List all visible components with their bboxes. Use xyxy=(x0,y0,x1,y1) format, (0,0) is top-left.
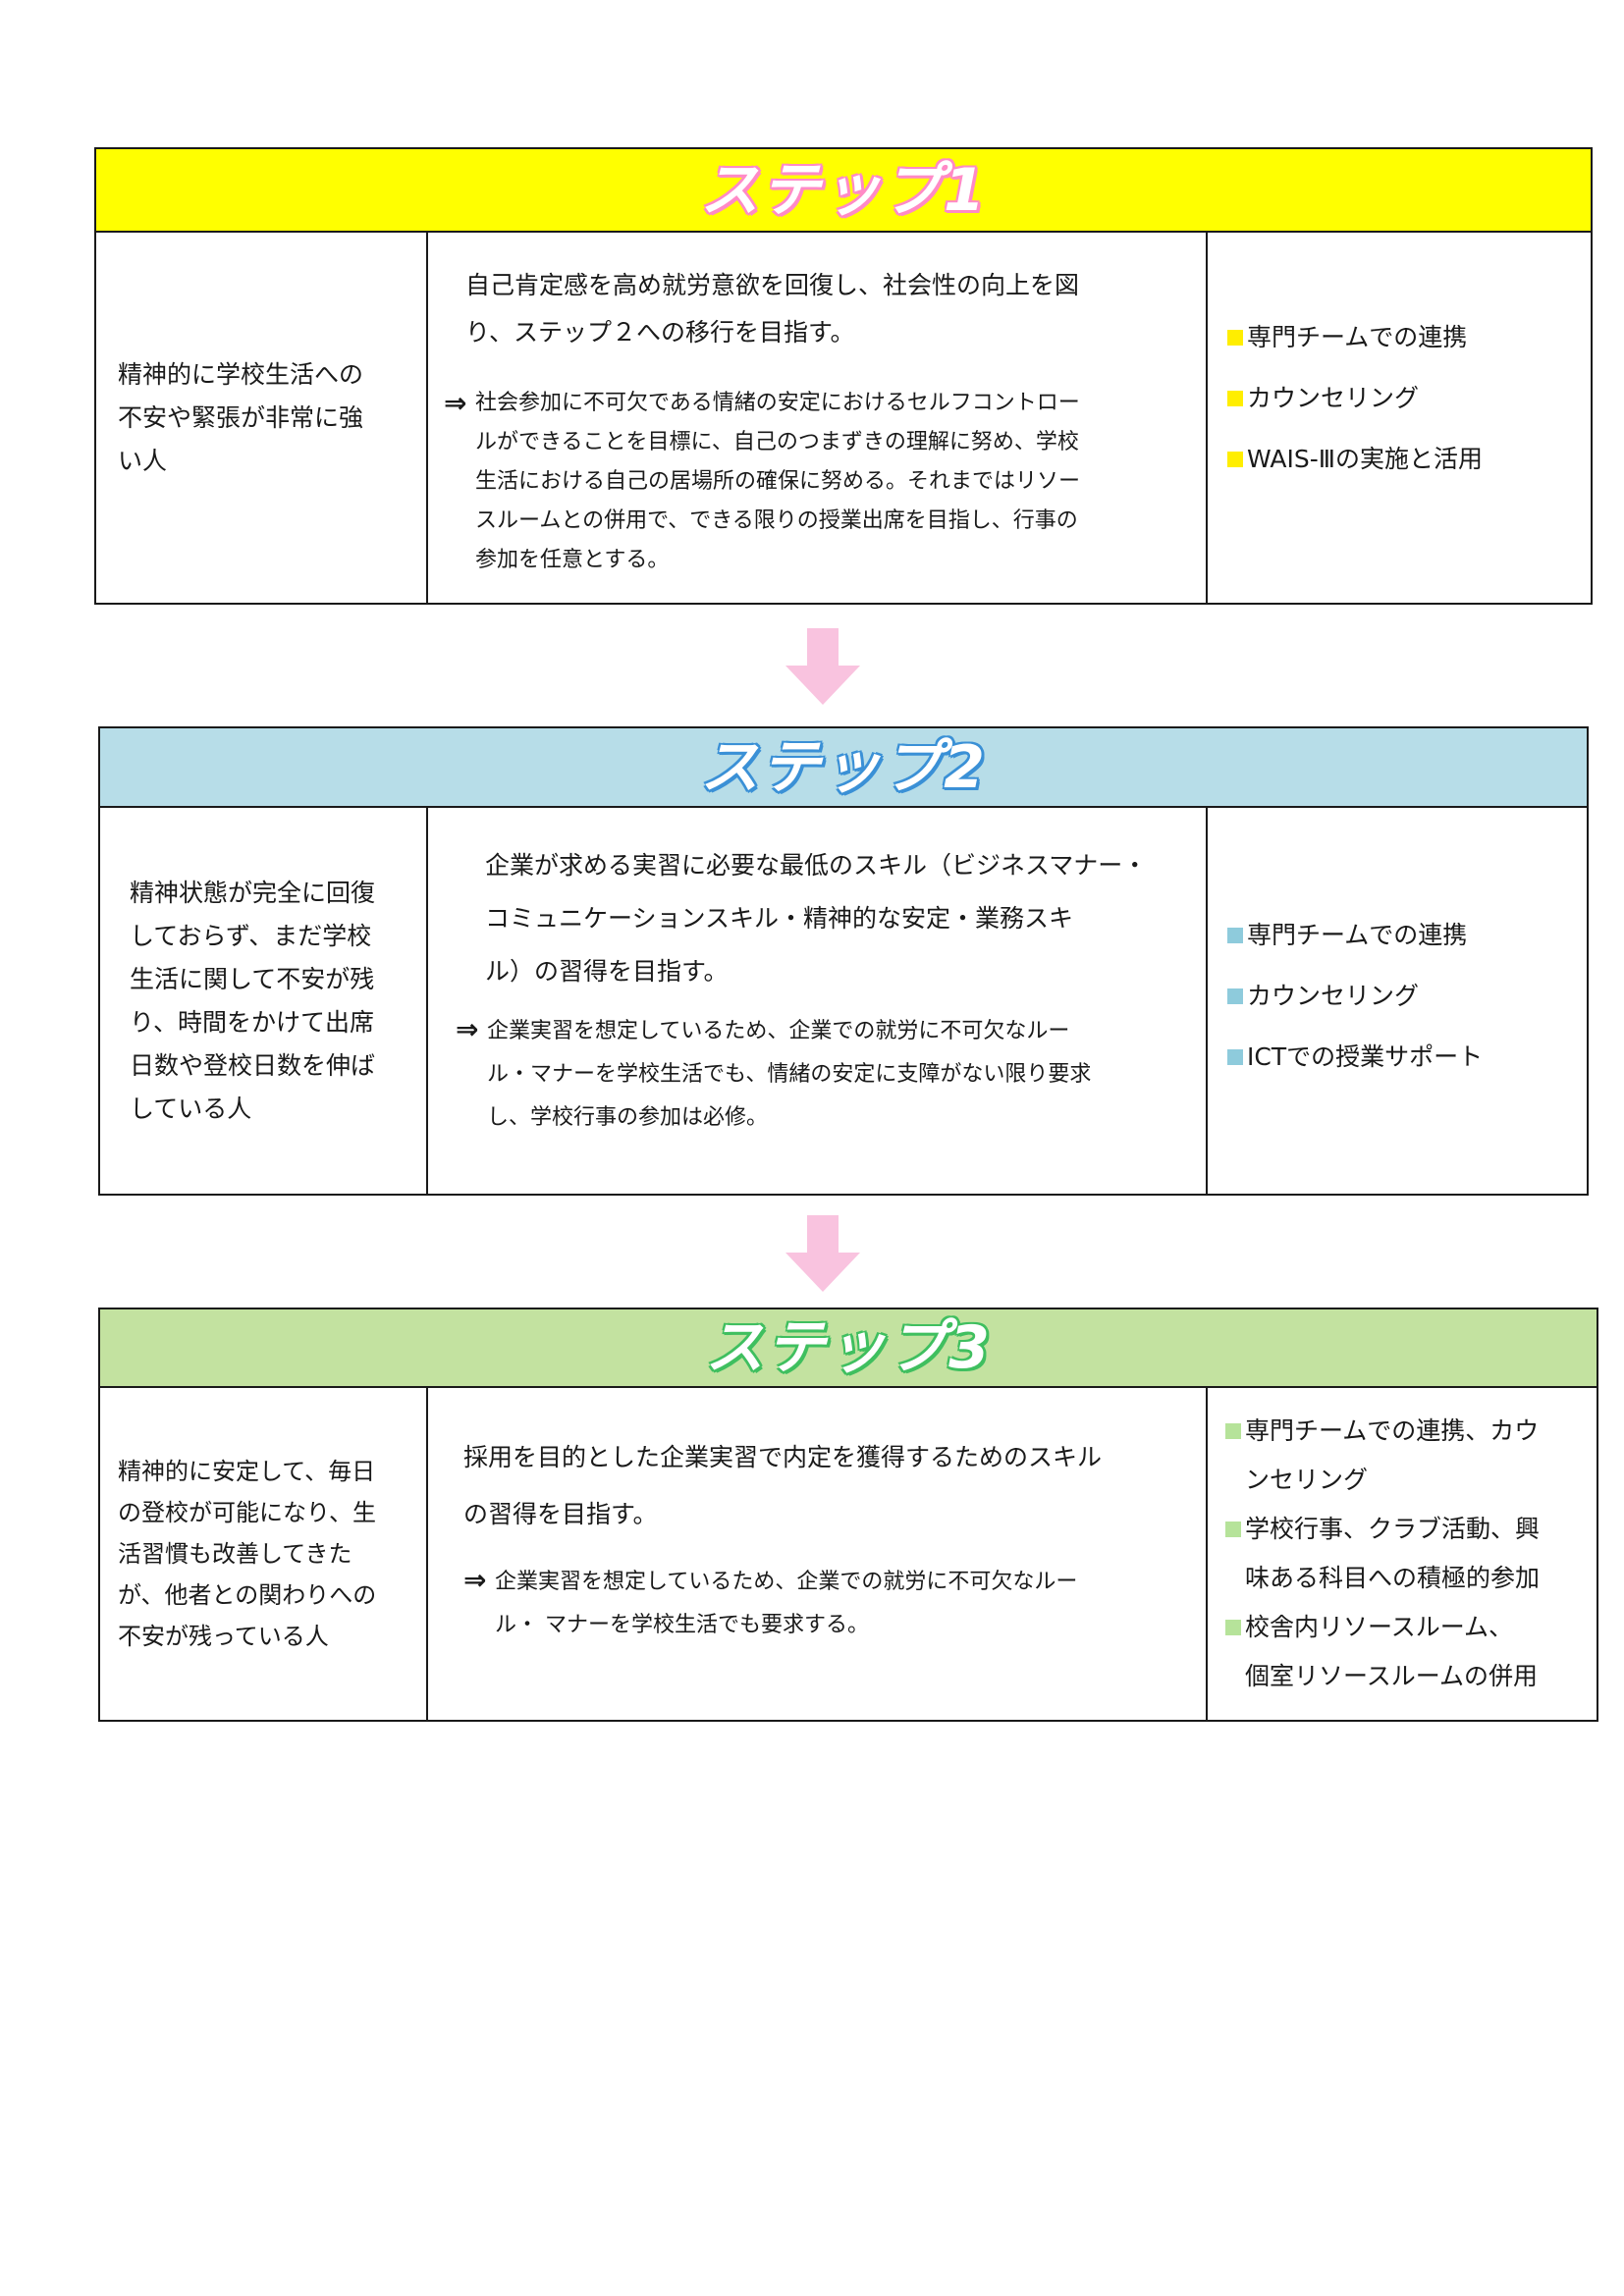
step-2-support-cell: 専門チームでの連携 カウンセリング ICTでの授業サポート xyxy=(1208,808,1587,1194)
down-arrow-icon xyxy=(785,628,860,705)
step-1-policy-text: 社会参加に不可欠である情緒の安定におけるセルフコントロー ルができることを目標に… xyxy=(475,391,1081,572)
support-item: カウンセリング xyxy=(1227,368,1483,429)
step-1-header: ステップ1 xyxy=(96,149,1591,233)
support-item-label: 学校行事、クラブ活動、興 味ある科目への積極的参加 xyxy=(1245,1515,1541,1592)
step-2-body: 精神状態が完全に回復 しておらず、まだ学校 生活に関して不安が残 り、時間をかけ… xyxy=(100,808,1587,1194)
step-3-policy: ⇒ 企業実習を想定しているため、企業での就労に不可欠なルー ル・ マナーを学校生… xyxy=(448,1561,1198,1647)
support-item-label: 専門チームでの連携、カウ ンセリング xyxy=(1245,1416,1540,1494)
step-2-goal: 企業が求める実習に必要な最低のスキル（ビジネスマナー・ コミュニケーションスキル… xyxy=(485,851,1148,986)
blue-square-bullet-icon xyxy=(1227,1048,1243,1065)
blue-square-bullet-icon xyxy=(1227,988,1243,1004)
double-arrow-icon: ⇒ xyxy=(456,1013,479,1045)
step-1-policy: ⇒ 社会参加に不可欠である情緒の安定におけるセルフコントロー ルができることを目… xyxy=(444,384,1198,580)
green-square-bullet-icon xyxy=(1225,1522,1241,1537)
step-2-goal-cell: 企業が求める実習に必要な最低のスキル（ビジネスマナー・ コミュニケーションスキル… xyxy=(428,808,1208,1194)
step-3-support-list: 専門チームでの連携、カウ ンセリング 学校行事、クラブ活動、興 味ある科目への積… xyxy=(1225,1407,1540,1701)
step-2-title: ステップ2 xyxy=(700,732,987,802)
step-1-box: ステップ1 精神的に学校生活への 不安や緊張が非常に強 い人 自己肯定感を高め就… xyxy=(94,147,1593,605)
step-3-goal-cell: 採用を目的とした企業実習で内定を獲得するためのスキル の習得を目指す。 ⇒ 企業… xyxy=(428,1388,1208,1720)
step-3-title: ステップ3 xyxy=(705,1313,992,1382)
support-item: 学校行事、クラブ活動、興 味ある科目への積極的参加 xyxy=(1225,1505,1540,1603)
double-arrow-icon: ⇒ xyxy=(444,387,467,419)
green-square-bullet-icon xyxy=(1225,1423,1241,1439)
step-3-header: ステップ3 xyxy=(100,1309,1597,1388)
step-2-header: ステップ2 xyxy=(100,728,1587,808)
double-arrow-icon: ⇒ xyxy=(463,1564,487,1596)
support-item-label: ICTでの授業サポート xyxy=(1247,1041,1484,1071)
step-3-box: ステップ3 精神的に安定して、毎日 の登校が可能になり、生 活習慣も改善してきた… xyxy=(98,1308,1598,1722)
yellow-square-bullet-icon xyxy=(1227,329,1243,346)
step-1-target: 精神的に学校生活への 不安や緊張が非常に強 い人 xyxy=(118,359,364,475)
step-3-support-cell: 専門チームでの連携、カウ ンセリング 学校行事、クラブ活動、興 味ある科目への積… xyxy=(1208,1388,1597,1720)
yellow-square-bullet-icon xyxy=(1227,451,1243,467)
step-1-target-cell: 精神的に学校生活への 不安や緊張が非常に強 い人 xyxy=(96,233,428,603)
support-item-label: WAIS-Ⅲの実施と活用 xyxy=(1247,444,1483,473)
support-item: WAIS-Ⅲの実施と活用 xyxy=(1227,429,1483,490)
step-2-target-cell: 精神状態が完全に回復 しておらず、まだ学校 生活に関して不安が残 り、時間をかけ… xyxy=(100,808,428,1194)
step-2-policy: ⇒ 企業実習を想定しているため、企業での就労に不可欠なルー ル・マナーを学校生活… xyxy=(448,1010,1198,1140)
step-2-box: ステップ2 精神状態が完全に回復 しておらず、まだ学校 生活に関して不安が残 り… xyxy=(98,726,1589,1196)
step-3-body: 精神的に安定して、毎日 の登校が可能になり、生 活習慣も改善してきた が、他者と… xyxy=(100,1388,1597,1720)
support-item: 校舎内リソースルーム、 個室リソースルームの併用 xyxy=(1225,1603,1540,1701)
step-2-target: 精神状態が完全に回復 しておらず、まだ学校 生活に関して不安が残 り、時間をかけ… xyxy=(130,878,376,1123)
support-item: ICTでの授業サポート xyxy=(1227,1027,1483,1088)
step-1-support-list: 専門チームでの連携 カウンセリング WAIS-Ⅲの実施と活用 xyxy=(1227,307,1483,490)
support-item-label: 専門チームでの連携 xyxy=(1247,322,1468,351)
step-2-policy-text: 企業実習を想定しているため、企業での就労に不可欠なルー ル・マナーを学校生活でも… xyxy=(487,1019,1092,1130)
blue-square-bullet-icon xyxy=(1227,927,1243,943)
step-1-goal: 自己肯定感を高め就労意欲を回復し、社会性の向上を図 り、ステップ２への移行を目指… xyxy=(465,271,1080,347)
support-item: 専門チームでの連携 xyxy=(1227,307,1483,368)
step-1-support-cell: 専門チームでの連携 カウンセリング WAIS-Ⅲの実施と活用 xyxy=(1208,233,1591,603)
support-item-label: 校舎内リソースルーム、 個室リソースルームの併用 xyxy=(1245,1613,1539,1690)
support-item: 専門チームでの連携、カウ ンセリング xyxy=(1225,1407,1540,1505)
green-square-bullet-icon xyxy=(1225,1620,1241,1635)
support-item-label: カウンセリング xyxy=(1247,383,1420,412)
step-3-target: 精神的に安定して、毎日 の登校が可能になり、生 活習慣も改善してきた が、他者と… xyxy=(118,1458,377,1650)
step-2-support-list: 専門チームでの連携 カウンセリング ICTでの授業サポート xyxy=(1227,905,1483,1088)
step-3-policy-text: 企業実習を想定しているため、企業での就労に不可欠なルー ル・ マナーを学校生活で… xyxy=(495,1570,1078,1637)
support-item: カウンセリング xyxy=(1227,966,1483,1027)
support-item-label: カウンセリング xyxy=(1247,981,1420,1010)
step-1-title: ステップ1 xyxy=(700,155,987,225)
yellow-square-bullet-icon xyxy=(1227,390,1243,406)
step-1-goal-cell: 自己肯定感を高め就労意欲を回復し、社会性の向上を図 り、ステップ２への移行を目指… xyxy=(428,233,1208,603)
support-item: 専門チームでの連携 xyxy=(1227,905,1483,966)
step-3-target-cell: 精神的に安定して、毎日 の登校が可能になり、生 活習慣も改善してきた が、他者と… xyxy=(100,1388,428,1720)
down-arrow-icon xyxy=(785,1215,860,1292)
step-1-body: 精神的に学校生活への 不安や緊張が非常に強 い人 自己肯定感を高め就労意欲を回復… xyxy=(96,233,1591,603)
step-3-goal: 採用を目的とした企業実習で内定を獲得するためのスキル の習得を目指す。 xyxy=(463,1443,1103,1528)
support-item-label: 専門チームでの連携 xyxy=(1247,920,1468,949)
